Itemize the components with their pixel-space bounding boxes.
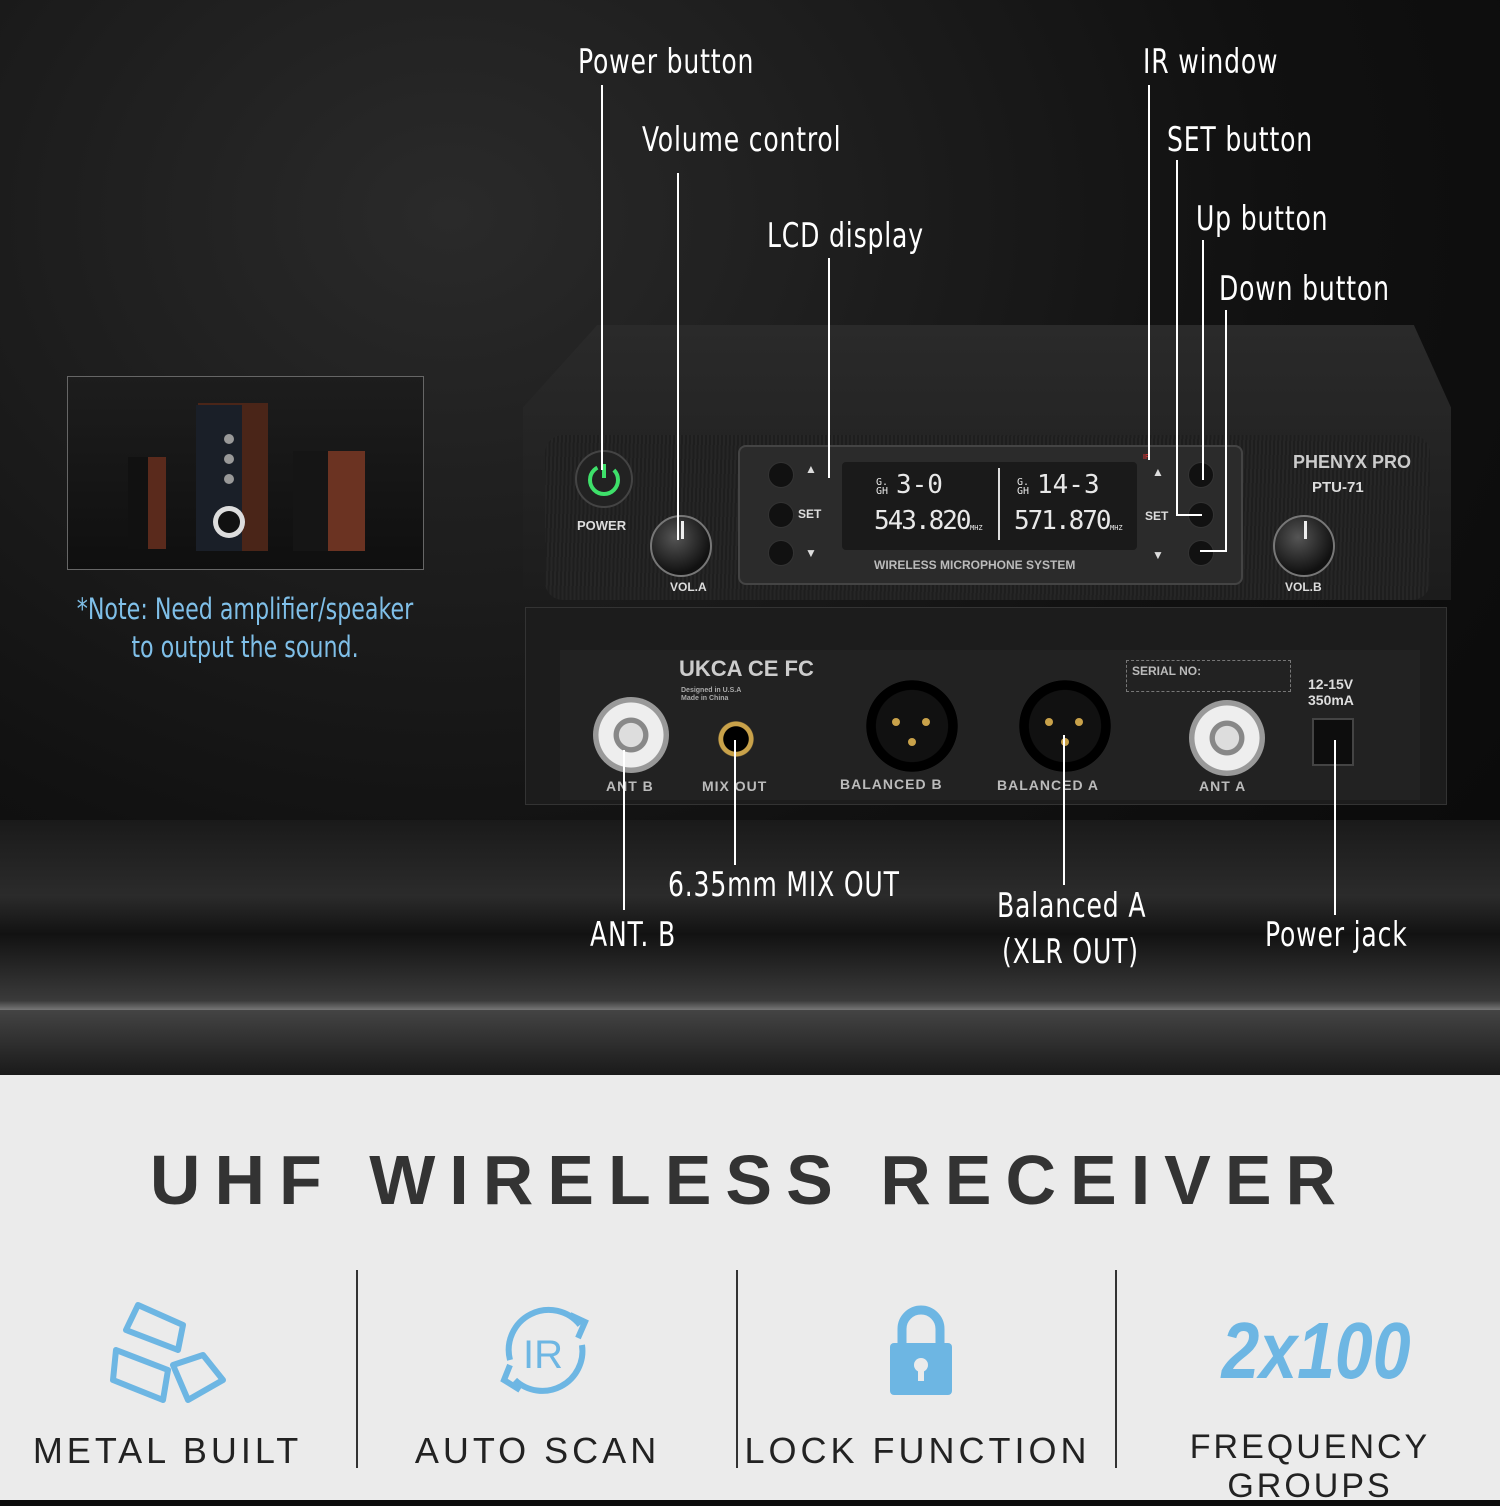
note-line-1: *Note: Need amplifier/speaker [76,592,414,626]
up-arrow-icon: ▲ [805,462,817,476]
lcd-gh-right: G. GH [1017,477,1030,497]
balanced-b-label: BALANCED B [840,776,943,792]
callout-set-button: SET button [1167,120,1313,160]
divider [1115,1270,1117,1468]
callout-balanced-a: Balanced A [997,886,1147,926]
left-set-label: SET [798,507,822,521]
lcd-group-left: 3-0 [896,470,943,500]
callout-up-button: Up button [1196,199,1329,239]
down-button[interactable] [1188,540,1214,566]
volume-a-knob[interactable] [650,515,712,577]
section-title: UHF WIRELESS RECEIVER [149,1141,1351,1219]
callout-power-jack: Power jack [1265,915,1408,955]
rear-panel [560,650,1420,800]
lcd-freq-left: 543.820 [874,506,972,536]
serial-box [1126,660,1291,692]
feature-lock-function: LOCK FUNCTION [744,1430,1091,1471]
features-section [0,1075,1500,1500]
ant-b-leader [623,750,625,910]
power-spec-current: 350mA [1308,692,1354,708]
power-jack[interactable] [1312,718,1354,766]
ant-b-label: ANT B [606,778,654,794]
callout-down-button: Down button [1219,269,1390,309]
left-set-button[interactable] [768,502,794,528]
ir-leader [1148,85,1150,460]
up-leader [1202,240,1204,480]
divider [356,1270,358,1468]
balanced-a-xlr[interactable] [1019,680,1111,772]
note-text: *Note: Need amplifier/speaker to output … [71,590,420,666]
vol-b-label: VOL.B [1285,580,1322,594]
serial-label: SERIAL NO: [1132,664,1202,678]
feature-auto-scan: AUTO SCAN [414,1430,661,1471]
lcd-divider [998,468,1000,540]
speaker-system-icon [128,403,365,551]
right-set-label: SET [1145,509,1169,523]
callout-ant-b: ANT. B [590,915,676,955]
down-arrow-icon: ▼ [1152,548,1164,562]
origin-1: Designed in U.S.A [681,687,742,694]
set-leader-h [1176,514,1202,516]
down-leader [1225,310,1227,552]
power-button-leader [601,85,603,470]
note-line-2: to output the sound. [131,630,359,664]
lcd-display [842,462,1137,550]
callout-ir-window: IR window [1143,42,1279,82]
lcd-unit-right: MHZ [1110,524,1123,532]
shelf [0,820,1500,1010]
balanced-a-leader [1063,735,1065,885]
lcd-unit-left: MHZ [970,524,983,532]
frequency-groups-graphic: 2x100 [1221,1306,1411,1395]
volume-b-knob[interactable] [1273,515,1335,577]
power-jack-leader [1334,740,1336,915]
power-label: POWER [577,518,627,533]
mix-out-leader [734,740,736,865]
down-leader-h [1200,550,1227,552]
speaker-inset-image [67,376,424,570]
ir-window: IR [1143,454,1150,461]
ant-b-connector[interactable] [593,697,669,773]
volume-leader [677,173,679,540]
ant-a-label: ANT A [1199,778,1247,794]
model-label: PTU-71 [1312,479,1364,496]
origin-2: Made in China [681,695,729,702]
divider [736,1270,738,1468]
up-arrow-icon: ▲ [1152,465,1164,479]
set-leader [1176,160,1178,516]
callout-xlr-out: (XLR OUT) [1002,932,1139,972]
lcd-system-label: WIRELESS MICROPHONE SYSTEM [874,558,1076,572]
callout-lcd-display: LCD display [767,216,924,256]
balanced-b-xlr[interactable] [866,680,958,772]
lcd-group-right: 14-3 [1037,470,1100,500]
power-spec-voltage: 12-15V [1308,676,1354,692]
cert-logos: UKCA CE FC [679,656,814,681]
left-up-button[interactable] [768,462,794,488]
metal-bars-icon [110,1302,226,1403]
callout-mix-out: 6.35mm MIX OUT [668,865,900,905]
lcd-freq-right: 571.870 [1014,506,1112,536]
power-icon [588,464,620,496]
callout-power-button: Power button [578,42,755,82]
shelf-edge [0,1010,1500,1075]
vol-a-label: VOL.A [670,580,707,594]
up-button[interactable] [1188,462,1214,488]
callout-volume-control: Volume control [642,120,842,160]
lcd-leader [828,258,830,478]
balanced-a-label: BALANCED A [997,777,1100,793]
brand-logo: PHENYX PRO [1293,452,1412,472]
lcd-gh-left: G. GH [876,477,889,497]
ant-a-connector[interactable] [1189,700,1265,776]
down-arrow-icon: ▼ [805,546,817,560]
power-button[interactable] [575,450,633,508]
feature-frequency-groups: FREQUENCY GROUPS [1189,1428,1431,1505]
mix-out-jack[interactable] [714,717,758,761]
feature-metal-built: METAL BUILT [32,1430,303,1471]
ir-icon-text: IR [523,1333,563,1377]
ir-auto-scan-icon: IR [500,1306,589,1394]
lock-icon [890,1305,952,1395]
left-down-button[interactable] [768,540,794,566]
